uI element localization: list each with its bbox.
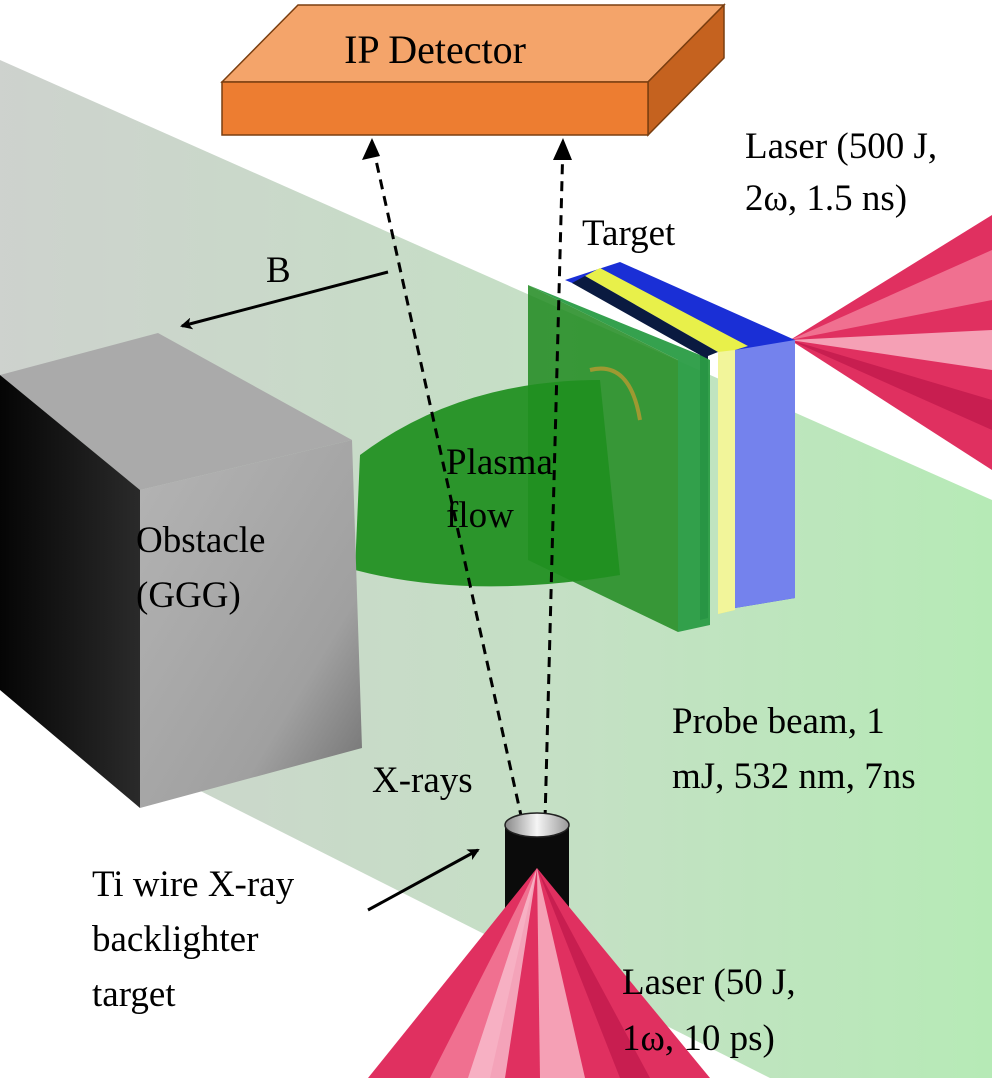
backlighter-label-line1: Ti wire X-ray [92,864,295,905]
main-laser-cone [790,215,992,470]
plasma-flow [355,380,620,587]
backlighter-label-line3: target [92,974,176,1015]
short-laser-cone [368,868,710,1078]
obstacle-cube [0,333,362,808]
target-label: Target [582,213,676,254]
ip-detector-label: IP Detector [344,27,526,72]
plasma-label-line1: Plasma [446,442,553,483]
obstacle-label-line1: Obstacle [136,520,265,561]
main-laser-label-line2: 2ω, 1.5 ns) [745,178,907,219]
main-laser-label-line1: Laser (500 J, [745,126,937,167]
probe-label-line1: Probe beam, 1 [672,701,885,742]
plasma-label-line2: flow [446,495,514,536]
xrays-label: X-rays [372,760,473,801]
backlighter-arrow [367,848,480,912]
probe-label-line2: mJ, 532 nm, 7ns [672,756,916,797]
xray-paths [370,141,565,821]
b-field-arrow [180,270,389,330]
b-field-label: B [266,250,291,291]
ip-detector [220,3,726,137]
obstacle-label-line2: (GGG) [136,575,241,616]
short-laser-label-line1: Laser (50 J, [622,962,796,1003]
xray-arrowheads [362,138,572,160]
short-laser-label-line2: 1ω, 10 ps) [622,1018,775,1059]
backlighter-label-line2: backlighter [92,919,258,960]
